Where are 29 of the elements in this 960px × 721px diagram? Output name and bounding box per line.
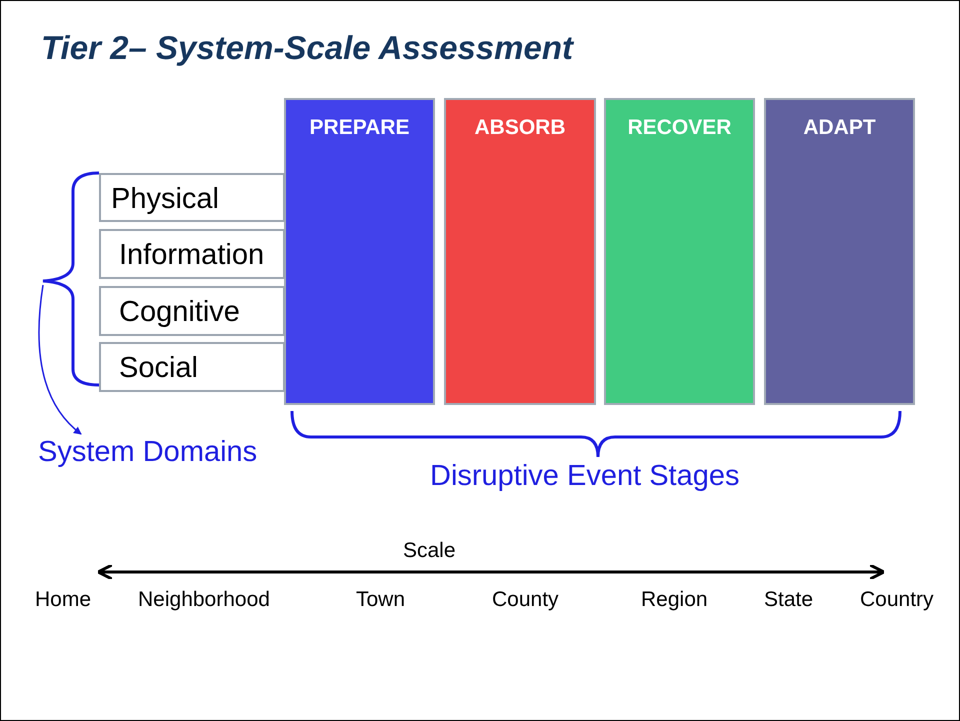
domain-row	[99, 342, 285, 392]
stage-heading: PREPARE	[308, 116, 410, 140]
axis-title: Scale	[403, 539, 456, 563]
domain-label: Social	[119, 352, 198, 385]
domain-row	[99, 286, 285, 336]
stage-column	[604, 98, 755, 405]
scale-label: Neighborhood	[138, 588, 270, 612]
stage-column	[444, 98, 596, 405]
domain-label: Cognitive	[119, 296, 240, 329]
slide-title: Tier 2– System-Scale Assessment	[41, 29, 573, 67]
scale-label: Country	[860, 588, 934, 612]
domain-label: Physical	[111, 183, 219, 216]
stage-heading: RECOVER	[626, 116, 732, 140]
curly-brace	[42, 172, 100, 386]
scale-label: Town	[356, 588, 406, 612]
domain-row	[99, 229, 285, 279]
scale-label: Region	[641, 588, 708, 612]
stage-heading: ADAPT	[802, 116, 877, 140]
stage-heading: ABSORB	[473, 116, 566, 140]
domain-row	[99, 173, 285, 222]
scale-label: State	[764, 588, 814, 612]
scale-label: Home	[35, 588, 92, 612]
arrow	[38, 284, 82, 435]
scale-label: County	[492, 588, 559, 612]
group-caption: System Domains	[38, 436, 280, 470]
stage-column	[284, 98, 435, 405]
stage-column	[764, 98, 915, 405]
group-caption: Disruptive Event Stages	[430, 460, 740, 493]
domain-label: Information	[119, 239, 264, 272]
